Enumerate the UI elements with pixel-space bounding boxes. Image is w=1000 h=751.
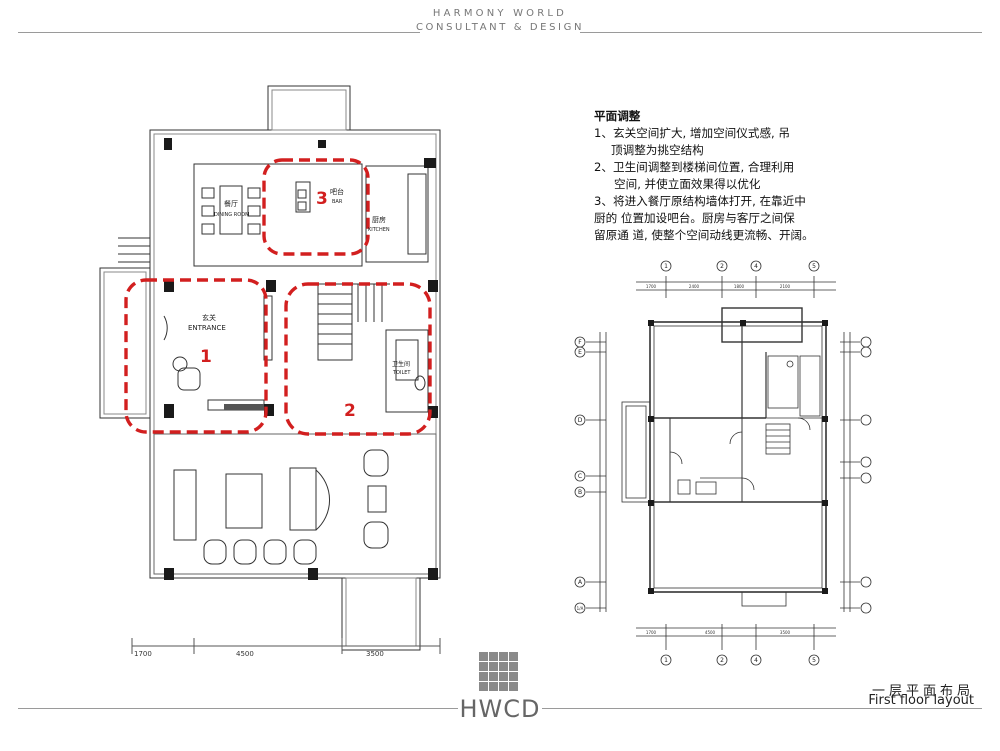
axis-top-2: 2 <box>720 263 724 270</box>
axis-bottom-4: 5 <box>812 657 816 664</box>
note-2-line-a: 2、卫生间调整到楼梯间位置, 合理利用 <box>594 160 795 174</box>
brand-line-1: HARMONY WORLD <box>432 8 568 19</box>
dim-top-4: 2100 <box>780 284 791 289</box>
room-label-entrance-cn: 玄关 <box>202 313 216 322</box>
room-label-bar-cn: 吧台 <box>330 187 344 196</box>
dimension-left-3: 3500 <box>366 650 384 658</box>
dim-top-1: 1700 <box>646 284 657 289</box>
axis-bottom-1: 1 <box>664 657 668 664</box>
floor-plan-left: 餐厅 DINING ROOM 吧台 BAR 厨房 KITCHEN 玄关 ENTR… <box>99 85 441 658</box>
dim-bottom-1: 1700 <box>646 630 657 635</box>
note-3-line-c: 留原通 道, 使整个空间动线更流畅、开阔。 <box>594 228 814 242</box>
room-label-toilet-en: TOILET <box>392 370 411 376</box>
room-label-kitchen-cn: 厨房 <box>372 215 386 224</box>
footer-title-en: First floor layout <box>868 693 974 708</box>
zone-number-2: 2 <box>344 401 356 421</box>
note-1-line-a: 1、玄关空间扩大, 增加空间仪式感, 吊 <box>594 126 791 140</box>
dimension-left-1: 1700 <box>134 650 152 658</box>
axis-side-E: E <box>578 349 582 356</box>
room-label-entrance-en: ENTRANCE <box>188 324 226 332</box>
footer-title-cn: 一层平面布局 <box>871 684 974 699</box>
dim-top-2: 2400 <box>689 284 700 289</box>
axis-side-C: C <box>578 473 582 480</box>
footer-line-right <box>542 708 982 709</box>
note-3-line-b: 厨的 位置加设吧台。厨房与客厅之间保 <box>594 211 795 225</box>
room-label-toilet-cn: 卫生间 <box>392 360 410 368</box>
room-label-kitchen-en: KITCHEN <box>368 227 390 233</box>
zone-number-3: 3 <box>316 189 328 209</box>
note-2-line-b: 空间, 并使立面效果得以优化 <box>614 177 761 191</box>
note-3-line-a: 3、将进入餐厅原结构墙体打开, 在靠近中 <box>594 194 806 208</box>
axis-side-F: F <box>578 339 582 346</box>
adjustment-notes: 平面调整 1、玄关空间扩大, 增加空间仪式感, 吊 顶调整为挑空结构 2、卫生间… <box>594 108 864 244</box>
axis-side-1A: 1/A <box>577 606 584 611</box>
dim-bottom-2: 4500 <box>705 630 716 635</box>
axis-top-4: 5 <box>812 263 816 270</box>
header-line-left <box>18 32 420 33</box>
room-label-dining-en: DINING ROOM <box>214 212 249 218</box>
axis-side-A: A <box>578 579 583 586</box>
note-1-line-b: 顶调整为挑空结构 <box>611 143 704 157</box>
dimension-left-2: 4500 <box>236 650 254 658</box>
dim-bottom-3: 3500 <box>780 630 791 635</box>
hwcd-logo-text: HWCD <box>459 695 541 723</box>
room-label-bar-en: BAR <box>332 199 343 205</box>
axis-top-3: 4 <box>754 263 758 270</box>
header-line-right <box>580 32 982 33</box>
axis-bottom-2: 2 <box>720 657 724 664</box>
floor-plan-right: 1 2 4 5 1 2 4 5 F E D C B A 1/A 1700 240… <box>574 260 872 666</box>
dim-top-3: 1800 <box>734 284 745 289</box>
notes-title: 平面调整 <box>594 109 641 123</box>
axis-top-1: 1 <box>664 263 668 270</box>
zone-number-1: 1 <box>200 347 212 367</box>
axis-side-B: B <box>578 489 582 496</box>
axis-side-D: D <box>578 417 583 424</box>
axis-bottom-3: 4 <box>754 657 758 664</box>
room-label-dining-cn: 餐厅 <box>224 199 238 208</box>
brand-line-2: CONSULTANT & DESIGN <box>415 22 585 33</box>
hwcd-logo-mark <box>479 652 518 691</box>
footer-line-left <box>18 708 458 709</box>
